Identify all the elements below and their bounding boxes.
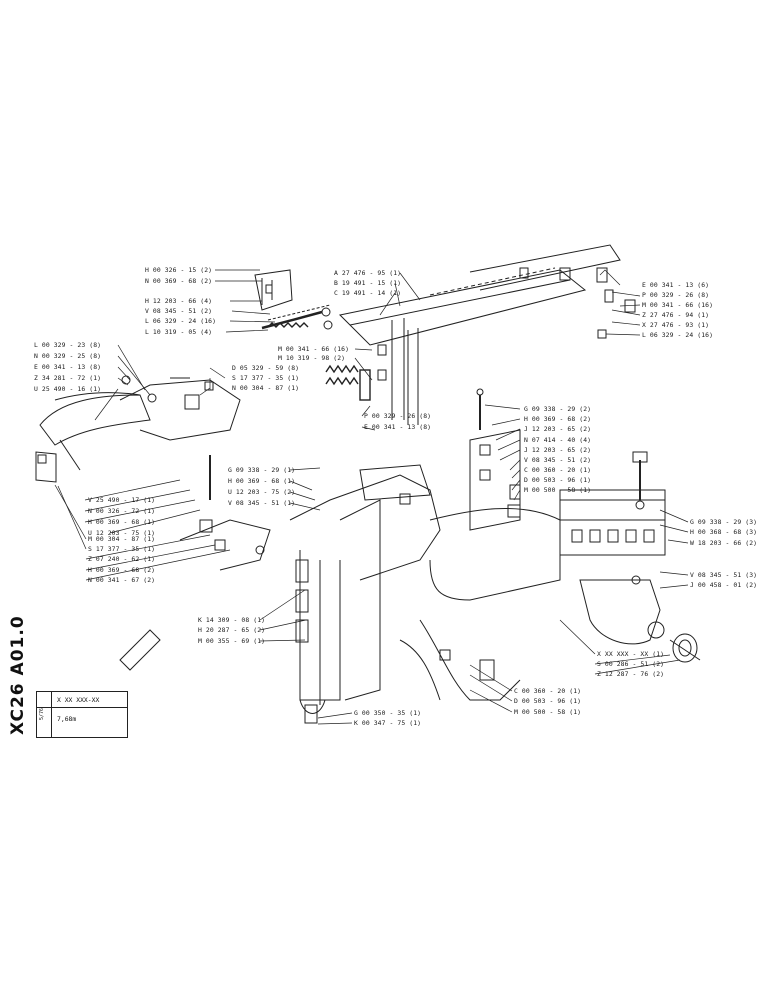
part-label: M 00 341 - 66 (16) [642,301,714,309]
part-label: B 19 491 - 15 (1) [334,279,402,287]
part-label: N 00 326 - 72 (1) [88,507,156,515]
part-label: H 00 368 - 68 (3) [690,528,758,536]
part-label: M 00 304 - 87 (1) [88,535,156,543]
part-label: G 09 338 - 29 (3) [690,518,758,526]
part-label: H 00 369 - 68 (1) [228,477,296,485]
part-label: V 08 345 - 51 (2) [145,307,213,315]
part-label: V 08 345 - 51 (3) [690,571,758,579]
part-label: U 12 203 - 75 (1) [88,529,156,537]
part-label: N 00 341 - 67 (2) [88,576,156,584]
leader-lines [54,269,689,725]
part-label: Z 12 287 - 76 (2) [597,670,665,678]
part-label: C 19 491 - 14 (1) [334,289,402,297]
part-label: G 09 338 - 29 (1) [228,466,296,474]
lower-arm [579,575,701,663]
part-label: Z 27 476 - 94 (1) [642,311,710,319]
part-label: U 12 203 - 75 (2) [228,488,296,496]
weight-value: 7,68m [57,715,77,723]
part-label: S 00 286 - 51 (2) [597,660,665,668]
reference-box: X XX XXX-XX 7,68m 5/76 [36,691,128,738]
part-label: N 07 414 - 40 (4) [524,436,592,444]
part-label: M 00 500 - 58 (1) [524,486,592,494]
part-label: V 08 345 - 51 (1) [228,499,296,507]
part-label: M 00 341 - 66 (16) [278,345,350,353]
part-label: G 00 350 - 35 (1) [354,709,422,717]
part-label: Z 34 281 - 72 (1) [34,374,102,382]
part-label: Z 07 240 - 62 (1) [88,555,156,563]
part-label: D 00 503 - 96 (1) [524,476,592,484]
clamp-block [559,451,666,556]
part-label: M 00 500 - 58 (1) [514,708,582,716]
part-label: X XX XXX - XX (1) [597,650,665,658]
part-label: M 00 355 - 69 (1) [198,637,266,645]
part-label: H 00 369 - 68 (2) [524,415,592,423]
part-label: H 20 287 - 65 (2) [198,626,266,634]
reference-box-divider [51,692,52,737]
part-label: X 27 476 - 93 (1) [642,321,710,329]
part-label: N 00 304 - 87 (1) [232,384,300,392]
part-label: L 00 329 - 23 (8) [34,341,102,349]
part-label: H 00 369 - 68 (2) [88,566,156,574]
upper-left-bracket [254,269,333,330]
part-label: J 00 458 - 01 (2) [690,581,758,589]
part-label: D 05 329 - 59 (8) [232,364,300,372]
spring-assembly [267,322,371,401]
part-label: L 06 329 - 24 (16) [642,331,714,339]
part-label: L 06 329 - 24 (16) [145,317,217,325]
small-mark: 5/76 [39,707,45,720]
drawing-code: XC26 A01.0 [8,615,28,735]
part-label: S 17 377 - 35 (1) [88,545,156,553]
part-label: V 08 345 - 51 (2) [524,456,592,464]
central-column [289,464,441,724]
part-label: H 00 326 - 15 (2) [145,266,213,274]
part-label: S 17 377 - 35 (1) [232,374,300,382]
part-label: H 00 369 - 68 (1) [88,518,156,526]
upper-beam [338,244,636,346]
part-label: G 09 338 - 29 (2) [524,405,592,413]
part-label: E 00 341 - 13 (8) [364,423,432,431]
part-label: U 25 490 - 16 (1) [34,385,102,393]
reference-box-top-row [37,692,127,708]
part-label: D 00 503 - 96 (1) [514,697,582,705]
part-label: A 27 476 - 95 (1) [334,269,402,277]
part-label: H 12 203 - 66 (4) [145,297,213,305]
reference-code: X XX XXX-XX [57,696,100,704]
part-label: K 00 347 - 75 (1) [354,719,422,727]
part-label: P 00 329 - 26 (8) [364,412,432,420]
part-label: M 10 319 - 98 (2) [278,354,346,362]
part-label: N 00 369 - 68 (2) [145,277,213,285]
part-label: C 00 360 - 20 (1) [514,687,582,695]
part-label: P 00 329 - 26 (8) [642,291,710,299]
part-label: L 10 319 - 05 (4) [145,328,213,336]
part-label: C 00 360 - 20 (1) [524,466,592,474]
vertical-rails [377,318,419,425]
part-label: N 00 329 - 25 (8) [34,352,102,360]
part-label: E 00 341 - 13 (8) [34,363,102,371]
part-label: J 12 203 - 65 (2) [524,425,592,433]
part-label: J 12 203 - 65 (2) [524,446,592,454]
part-label: E 00 341 - 13 (6) [642,281,710,289]
part-label: W 18 203 - 66 (2) [690,539,758,547]
part-label: V 25 490 - 17 (1) [88,496,156,504]
part-label: K 14 309 - 08 (1) [198,616,266,624]
